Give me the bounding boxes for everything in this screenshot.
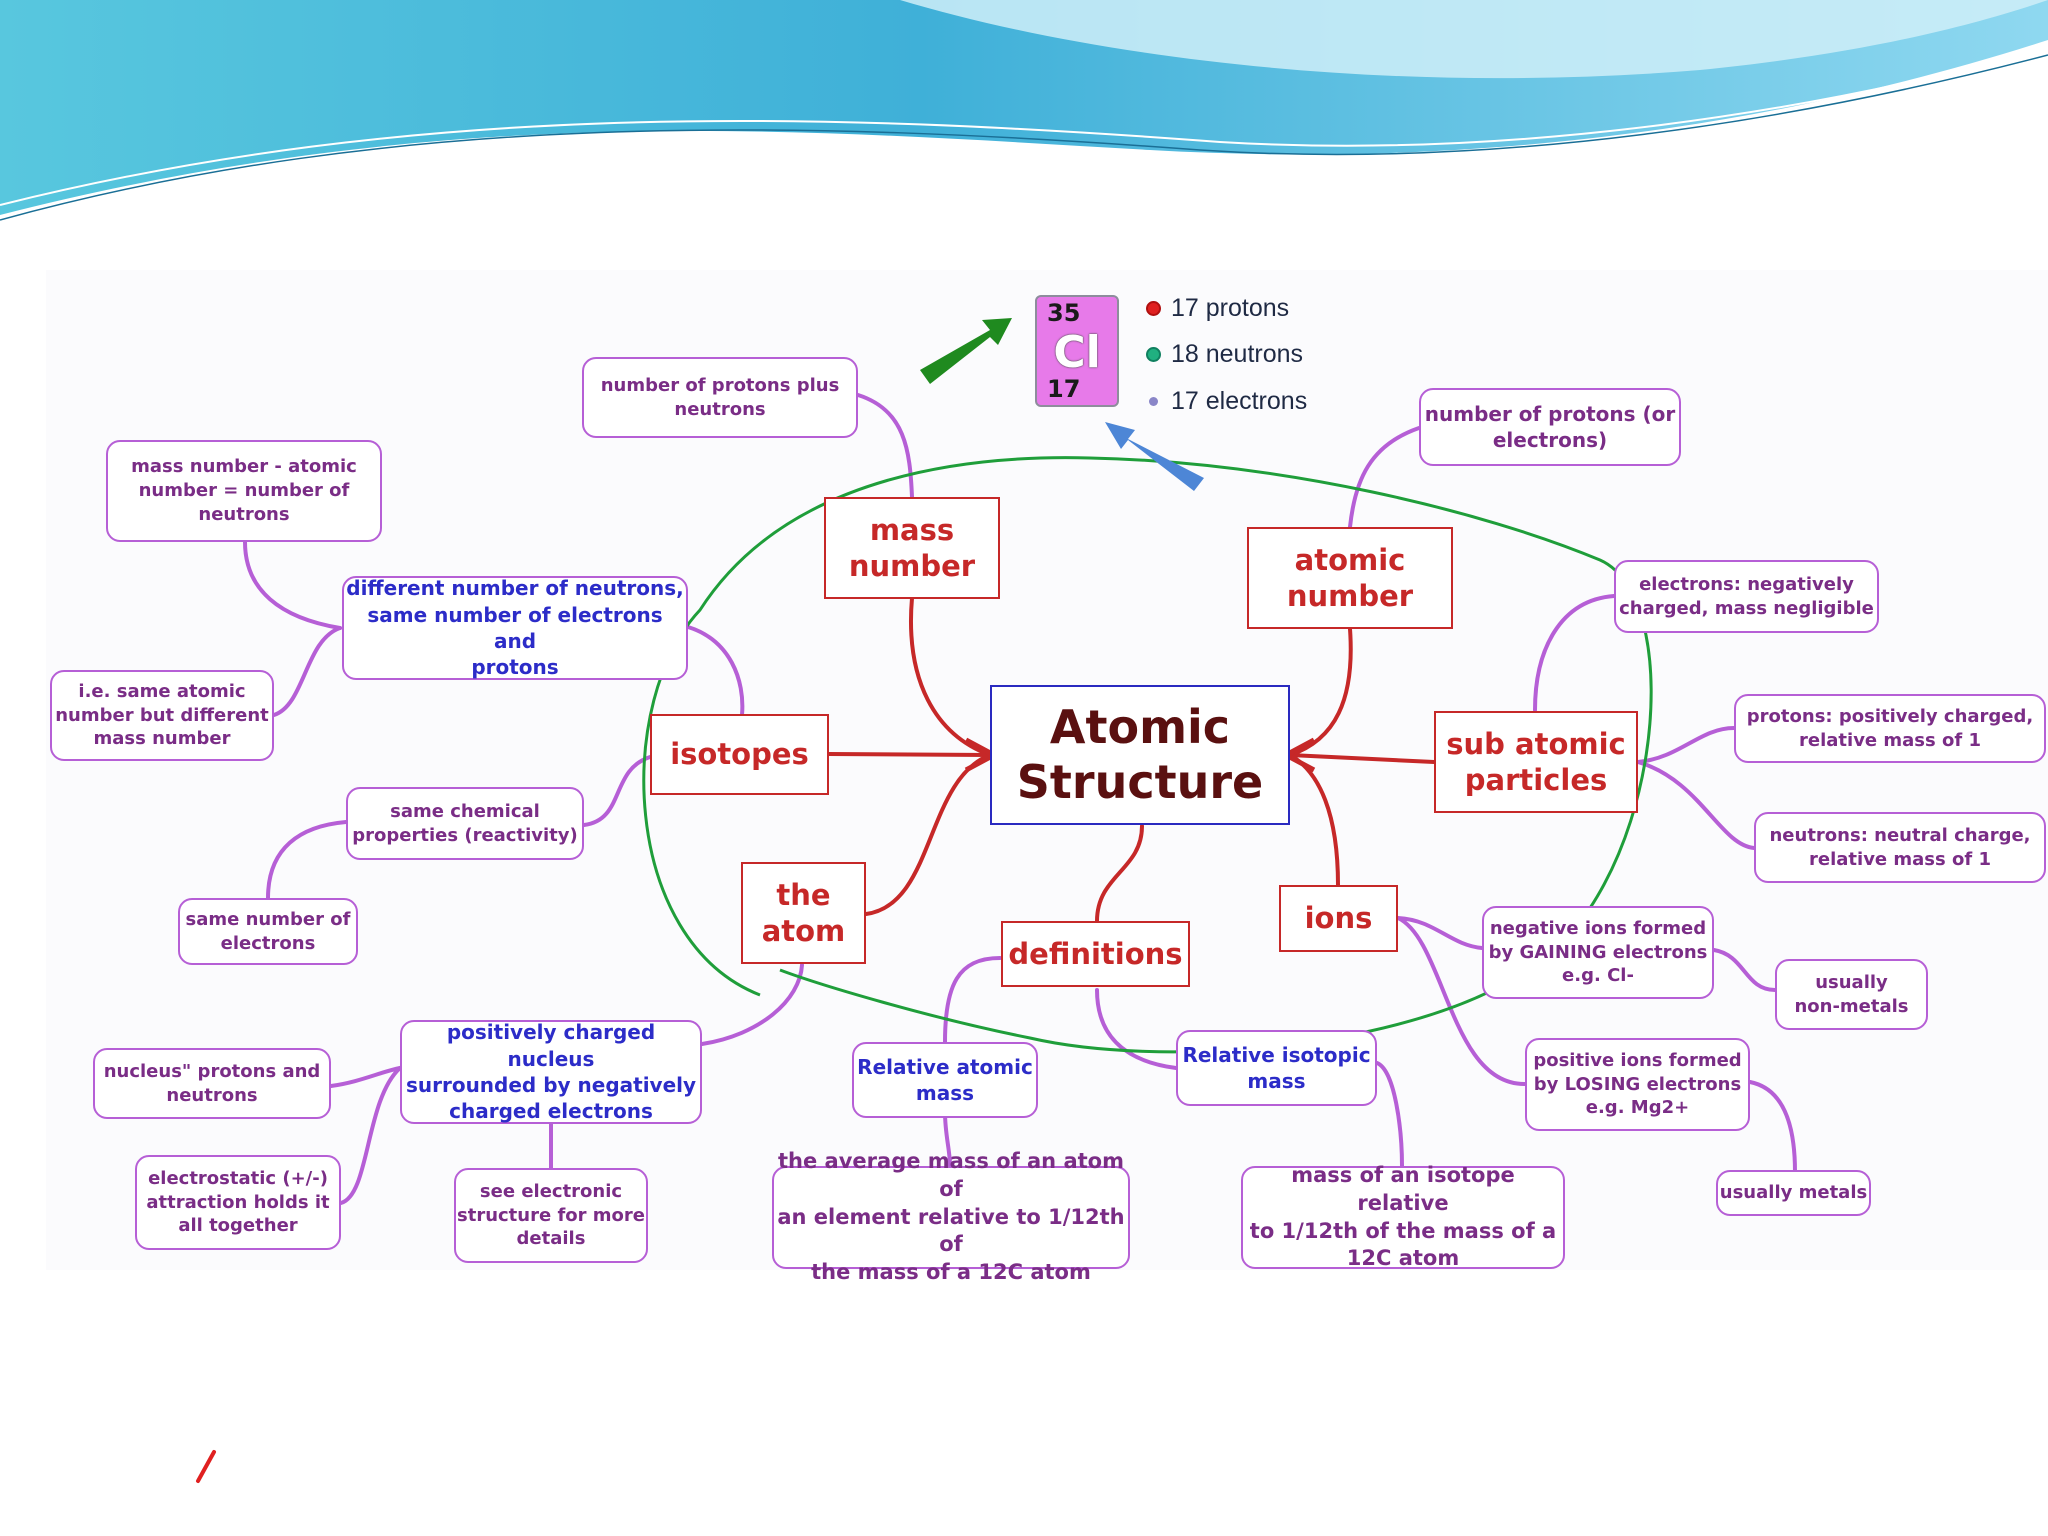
- legend-neutrons: 18 neutrons: [1146, 338, 1303, 370]
- connector-isotope-definition: [686, 625, 745, 717]
- leaf-average-mass: the average mass of an atom of an elemen…: [772, 1149, 1130, 1284]
- connector-nucleus: [700, 963, 804, 1046]
- leaf-protons-or-electrons: number of protons (or electrons): [1419, 388, 1681, 466]
- connector-atomic-number: [1288, 627, 1353, 757]
- chlorine-element-tile: 35 Cl 17: [1035, 295, 1119, 407]
- connector-metals: [1748, 1080, 1797, 1174]
- leaf-mass-minus-atomic: mass number - atomic number = number of …: [106, 440, 382, 542]
- wave-banner: [0, 0, 2048, 221]
- red-tick-mark: [196, 1450, 216, 1483]
- leaf-protons-plus-neutrons: number of protons plus neutrons: [582, 357, 858, 438]
- connector-sub-atomic: [1288, 753, 1436, 764]
- connector-mass-minus-atomic: [243, 540, 342, 630]
- branch-atomic-number: atomic number: [1247, 527, 1453, 629]
- connector-same-atomic-number: [272, 626, 342, 717]
- green-highlight-ellipse: [642, 456, 1653, 1054]
- connector-positive-ions: [1396, 916, 1527, 1087]
- connector-non-metals: [1712, 948, 1777, 992]
- legend-protons: 17 protons: [1146, 292, 1289, 324]
- leaf-usually-non-metals: usually non-metals: [1775, 959, 1928, 1030]
- leaf-protons-info: protons: positively charged, relative ma…: [1734, 694, 2046, 763]
- leaf-usually-metals: usually metals: [1716, 1170, 1871, 1216]
- green-arrow: [920, 318, 1012, 384]
- connector-definitions: [1095, 824, 1144, 923]
- leaf-relative-isotopic-mass: Relative isotopic mass: [1176, 1030, 1377, 1106]
- leaf-nucleus-description: positively charged nucleus surrounded by…: [400, 1020, 702, 1124]
- connector-protons-or-electrons: [1348, 426, 1421, 529]
- connector-same-electrons: [266, 820, 348, 900]
- connector-the-atom: [864, 753, 992, 916]
- connector-relative-isotopic: [1095, 988, 1178, 1070]
- connector-same-chemical: [582, 755, 652, 827]
- central-node-atomic-structure: Atomic Structure: [990, 685, 1290, 825]
- connector-nucleus-protons: [329, 1066, 402, 1088]
- leaf-electrostatic: electrostatic (+/-) attraction holds it …: [135, 1155, 341, 1250]
- leaf-relative-atomic-mass: Relative atomic mass: [852, 1042, 1038, 1118]
- proton-dot-icon: [1146, 300, 1161, 316]
- leaf-isotope-definition: different number of neutrons, same numbe…: [342, 576, 688, 680]
- branch-sub-atomic-particles: sub atomic particles: [1434, 711, 1638, 813]
- leaf-same-atomic-number: i.e. same atomic number but different ma…: [50, 670, 274, 761]
- branch-definitions: definitions: [1001, 921, 1190, 987]
- leaf-isotope-mass: mass of an isotope relative to 1/12th of…: [1241, 1163, 1565, 1270]
- connector-relative-atomic: [943, 956, 1002, 1044]
- connector-ions: [1288, 753, 1340, 887]
- neutron-dot-icon: [1146, 346, 1161, 362]
- legend-electrons-label: 17 electrons: [1171, 386, 1308, 415]
- leaf-same-number-electrons: same number of electrons: [178, 898, 358, 965]
- leaf-neutrons-info: neutrons: neutral charge, relative mass …: [1754, 812, 2046, 883]
- blue-arrow: [1105, 422, 1204, 491]
- leaf-positive-ions: positive ions formed by LOSING electrons…: [1525, 1038, 1750, 1131]
- legend-neutrons-label: 18 neutrons: [1171, 339, 1304, 368]
- mass-number-value: 35: [1047, 299, 1081, 327]
- connector-electrostatic: [339, 1066, 402, 1205]
- leaf-nucleus-protons-neutrons: nucleus" protons and neutrons: [93, 1048, 331, 1119]
- connector-negative-ions: [1396, 916, 1484, 950]
- leaf-negative-ions: negative ions formed by GAINING electron…: [1482, 906, 1714, 999]
- branch-the-atom: the atom: [741, 862, 866, 964]
- branch-ions: ions: [1279, 885, 1398, 952]
- connector-protons-plus-neutrons: [856, 393, 914, 499]
- element-symbol: Cl: [1053, 327, 1101, 378]
- legend-protons-label: 17 protons: [1171, 293, 1290, 322]
- legend-electrons: 17 electrons: [1146, 385, 1307, 417]
- electron-dot-icon: [1149, 396, 1158, 406]
- connector-mass-number: [909, 596, 992, 757]
- leaf-same-chemical-properties: same chemical properties (reactivity): [346, 787, 584, 860]
- connector-neutrons-info: [1636, 760, 1756, 850]
- leaf-electrons-info: electrons: negatively charged, mass negl…: [1614, 560, 1879, 633]
- branch-mass-number: mass number: [824, 497, 1000, 599]
- connector-electrons-info: [1533, 594, 1616, 712]
- connector-isotopes: [827, 752, 992, 757]
- connector-protons-info: [1636, 726, 1736, 764]
- atomic-number-value: 17: [1047, 375, 1081, 403]
- leaf-see-electronic-structure: see electronic structure for more detail…: [454, 1168, 648, 1263]
- connector-isotope-mass: [1375, 1061, 1404, 1168]
- branch-isotopes: isotopes: [650, 714, 829, 795]
